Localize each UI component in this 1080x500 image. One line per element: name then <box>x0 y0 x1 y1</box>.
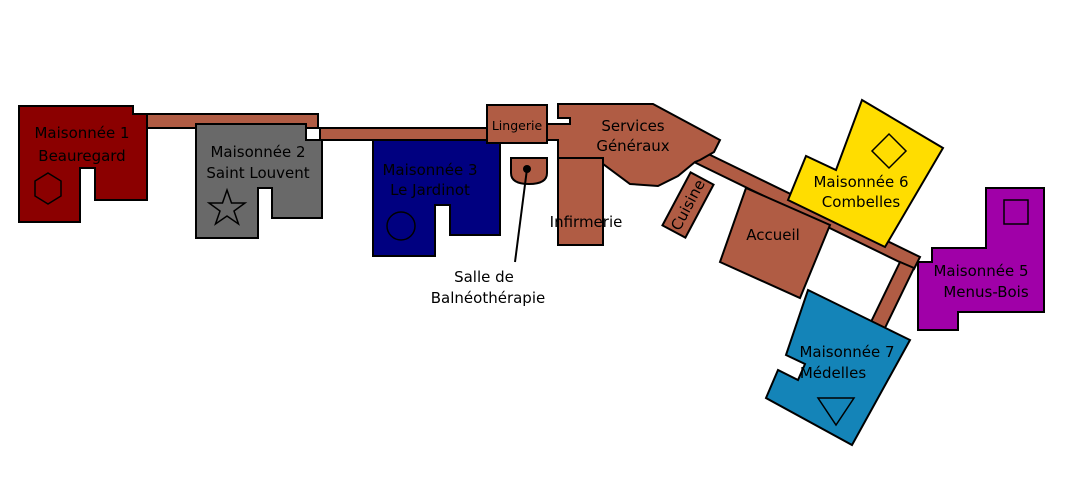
lingerie-label: Lingerie <box>492 118 543 133</box>
maisonnee-1-name: Beauregard <box>38 147 125 165</box>
maisonnee-6-building <box>786 98 945 249</box>
maisonnee-6-title: Maisonnée 6 <box>813 173 908 191</box>
accueil-label: Accueil <box>746 226 800 244</box>
balneotherapie-pointer <box>514 168 528 263</box>
square-icon <box>1003 199 1029 225</box>
accueil-building <box>718 186 832 300</box>
cuisine-room <box>661 171 715 239</box>
cuisine-room-group: Cuisine <box>661 171 715 239</box>
infirmerie-room <box>557 157 604 246</box>
triangle-icon <box>816 397 856 427</box>
balneotherapie-name: Balnéothérapie <box>431 289 545 307</box>
maisonnee-1-title: Maisonnée 1 <box>34 124 129 142</box>
maisonnee-7-name: Médelles <box>800 364 866 382</box>
maisonnee-5-name: Menus-Bois <box>943 283 1029 301</box>
corridor-upper <box>131 113 491 141</box>
corridor-to-m7 <box>868 260 916 332</box>
services-generaux-building <box>546 103 722 188</box>
maisonnee-5-title: Maisonnée 5 <box>933 262 1028 280</box>
maisonnee-2-name: Saint Louvent <box>206 164 309 182</box>
circle-icon <box>386 211 416 241</box>
hexagon-icon <box>34 172 62 205</box>
diamond-icon <box>870 132 908 170</box>
services-generaux-line2: Généraux <box>596 137 669 155</box>
maisonnee-2-title: Maisonnée 2 <box>210 143 305 161</box>
maisonnee-7-building <box>764 288 912 447</box>
maisonnee-3-title: Maisonnée 3 <box>382 161 477 179</box>
maisonnee-2-building <box>195 123 323 239</box>
maisonnee-7-title: Maisonnée 7 <box>799 343 894 361</box>
maisonnee-5-building <box>917 187 1045 331</box>
maisonnee-6-name: Combelles <box>822 193 901 211</box>
maisonnee-3-name: Le Jardinot <box>390 181 470 199</box>
star-icon <box>206 187 248 226</box>
balneotherapie-title: Salle de <box>454 268 514 286</box>
services-generaux-line1: Services <box>601 117 664 135</box>
lingerie-room <box>486 104 548 144</box>
maisonnee-1-building <box>18 105 148 223</box>
infirmerie-label: Infirmerie <box>550 213 623 231</box>
maisonnee-3-building <box>372 139 501 257</box>
